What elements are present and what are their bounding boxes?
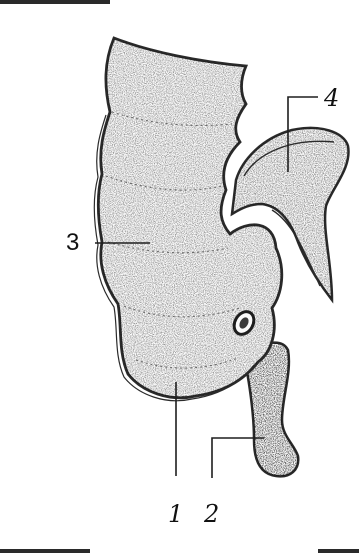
- label-4: 4: [324, 86, 339, 110]
- label-1: 1: [168, 502, 183, 526]
- label-2: 2: [204, 502, 219, 526]
- label-3: 3: [66, 231, 79, 255]
- cecum-body: [94, 38, 282, 401]
